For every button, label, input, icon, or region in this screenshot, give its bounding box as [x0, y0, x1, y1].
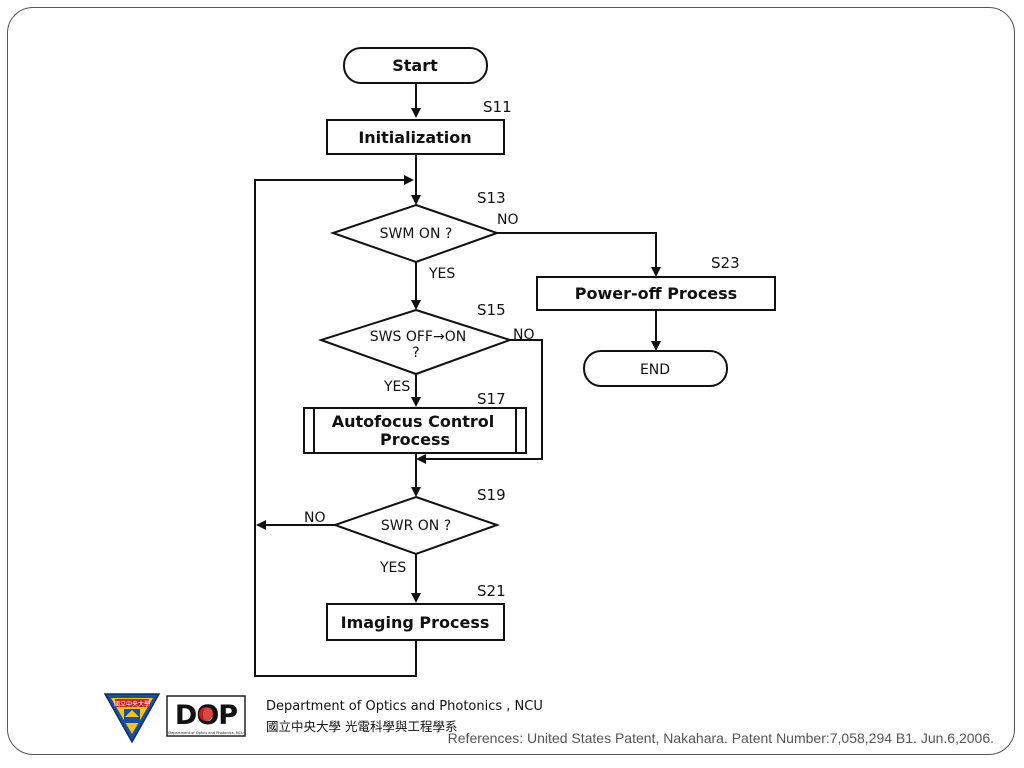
- node-imaging-label: Imaging Process: [341, 613, 490, 632]
- node-sws-label-2: ?: [412, 345, 419, 361]
- node-imaging-process: Imaging Process: [326, 603, 505, 641]
- department-name-english: Department of Optics and Photonics , NCU: [266, 699, 543, 714]
- department-name-chinese: 國立中央大學 光電科學與工程學系: [266, 719, 458, 734]
- connectors: [254, 83, 661, 677]
- node-initialization-label: Initialization: [358, 128, 471, 147]
- step-label-s23: S23: [711, 254, 740, 272]
- step-label-s11: S11: [483, 98, 512, 116]
- node-swr-decision: SWR ON ?: [331, 495, 501, 556]
- node-sws-label-1: SWS OFF→ON: [370, 329, 466, 345]
- ncu-seal-icon: 國立中央大學: [103, 693, 161, 744]
- footer-logos: 國立中央大學 DOP Department of Optics and Phot…: [103, 693, 246, 744]
- node-poweroff-process: Power-off Process: [536, 276, 776, 311]
- branch-label-sws-yes: YES: [383, 379, 410, 395]
- edge-imaging-loop: [254, 175, 417, 677]
- node-sws-decision: SWS OFF→ON ?: [317, 308, 514, 376]
- step-label-s19: S19: [477, 486, 506, 504]
- branch-label-swr-yes: YES: [379, 560, 406, 576]
- node-swm-label: SWM ON ?: [380, 226, 453, 242]
- node-autofocus-label-2: Process: [380, 430, 450, 449]
- node-poweroff-label: Power-off Process: [575, 284, 737, 303]
- svg-text:Department of Optics and Photo: Department of Optics and Photonics, NCU: [168, 731, 244, 735]
- node-end: END: [583, 350, 728, 387]
- node-autofocus-label-1: Autofocus Control: [332, 412, 494, 431]
- node-start: Start: [343, 47, 488, 84]
- node-swr-label: SWR ON ?: [381, 518, 451, 534]
- step-label-s21: S21: [477, 582, 506, 600]
- step-label-s17: S17: [477, 390, 506, 408]
- references-text: References: United States Patent, Nakaha…: [447, 730, 994, 746]
- slide-frame: [7, 7, 1015, 755]
- branch-label-swm-yes: YES: [428, 266, 455, 282]
- edge-sws-no-merge: [416, 339, 543, 464]
- node-initialization: Initialization: [326, 119, 505, 155]
- branch-label-swr-no: NO: [304, 510, 326, 526]
- step-label-s15: S15: [477, 301, 506, 319]
- branch-label-swm-no: NO: [497, 212, 519, 228]
- node-swm-decision: SWM ON ?: [329, 203, 501, 264]
- node-start-label: Start: [392, 56, 438, 75]
- dop-logo-icon: DOP Department of Optics and Photonics, …: [166, 695, 246, 737]
- edge-swm-no-poweroff: [497, 232, 661, 277]
- node-end-label: END: [640, 362, 670, 378]
- node-autofocus-process: Autofocus Control Process: [303, 407, 527, 454]
- step-label-s13: S13: [477, 189, 506, 207]
- branch-label-sws-no: NO: [513, 327, 535, 343]
- svg-text:國立中央大學: 國立中央大學: [114, 700, 150, 708]
